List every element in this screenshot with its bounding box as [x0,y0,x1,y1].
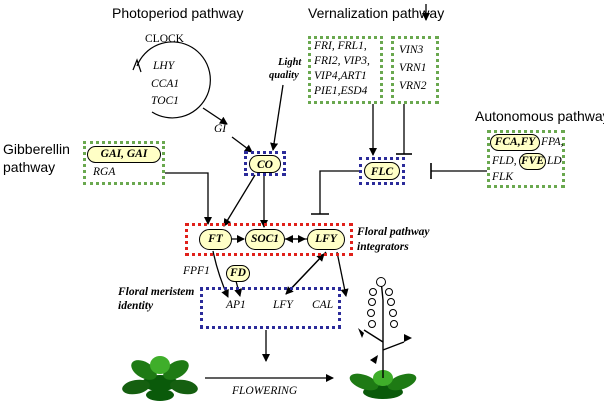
vrn1-gene: VRN1 [399,62,427,74]
ap1-gene: AP1 [226,299,246,311]
fca-fy-gene: FCA,FY [490,134,540,151]
gai-gene: GAI, GAI [87,146,161,163]
flc-box [359,157,405,185]
clock-cycle-arrow [136,41,211,119]
fld-gene: FLD, [492,155,517,167]
lfy-gene: LFY [307,229,345,250]
gibberellin-pathway-title-line2: pathway [3,159,56,175]
gibberellin-gene-group [83,141,165,185]
vernalization-pathway-title: Vernalization pathway [308,5,445,21]
light-to-co-arrow [270,84,284,151]
flowering-label: FLOWERING [232,385,298,397]
ft-gene: FT [199,229,232,250]
cal-gene: CAL [312,299,334,311]
clock-gene-cca1: CCA1 [151,78,180,90]
vrn2-gene: VRN2 [399,80,427,92]
co-box [244,151,286,176]
flc-inhibits-lfy-line [319,170,359,214]
flk-gene: FLK [492,171,514,183]
gibberellin-to-ft-arrow [165,172,212,225]
lfy-meristem-gene: LFY [273,299,293,311]
floral-meristem-box [200,287,341,329]
rga-gene: RGA [93,166,116,178]
ld-gene: LD [547,155,562,167]
lfy-to-cal-arrow [336,251,349,297]
clock-title: CLOCK [145,33,184,45]
soc1-gene: SOC1 [245,229,285,250]
photoperiod-pathway-title: Photoperiod pathway [112,5,244,21]
light-quality-label-line2: quality [269,70,299,81]
clock-cycle-arrowhead [132,58,142,73]
vin3-gene: VIN3 [399,44,424,56]
fve-gene: FVE [519,153,546,170]
fpf1-gene: FPF1 [183,265,210,277]
autonomous-pathway-title: Autonomous pathway [475,108,604,124]
fri-frl1-genes: FRI, FRL1, [314,40,367,52]
light-quality-label-line1: Light [278,57,302,68]
co-gene: CO [249,155,281,173]
co-to-ft-arrow [223,174,256,227]
vernalization-gene-group-vin3 [391,36,439,104]
gibberellin-pathway-title-line1: Gibberellin [3,141,70,157]
meristem-identity-label-line1: Floral meristem [118,286,195,298]
gi-to-co-arrow [231,136,253,153]
fd-gene: FD [226,265,250,282]
flowering-plant [349,277,417,399]
meristem-identity-label-line2: identity [118,300,154,312]
fri2-vip3-genes: FRI2, VIP3, [314,55,370,67]
autonomous-gene-group [487,130,565,188]
clock-gene-lhy: LHY [153,60,175,72]
clock-gene-toc1: TOC1 [151,95,179,107]
floral-integrators-label-line2: integrators [357,241,409,253]
pie1-esd4-genes: PIE1,ESD4 [314,85,368,97]
vip4-art1-genes: VIP4,ART1 [314,70,367,82]
clock-to-gi-arrow [202,107,228,125]
vernalization-gene-group-fri [308,36,383,104]
floral-integrators-box [185,223,353,256]
floral-integrators-label-line1: Floral pathway [357,226,430,238]
gi-gene-label: GI [214,123,227,135]
fpa-gene: FPA, [541,136,564,148]
flc-gene: FLC [364,162,400,180]
vegetative-rosette-plant [122,356,198,401]
